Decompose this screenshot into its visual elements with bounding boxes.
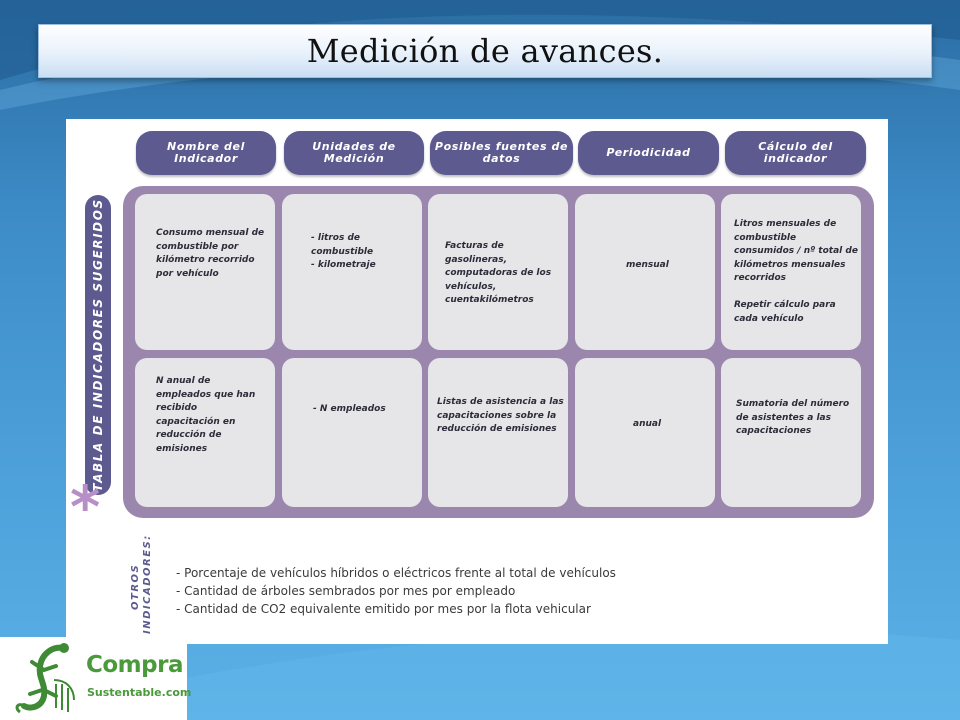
header-unidades-medicion: Unidades de Medición [284,131,424,175]
header-fuentes-datos: Posibles fuentes de datos [430,131,573,175]
header-label: Posibles fuentes de datos [434,140,569,165]
cell-text: Litros mensuales de combustible consumid… [734,219,858,324]
otros-label-line-1: OTROS [130,563,141,610]
cell-text: Facturas de gasolineras, computadoras de… [445,241,552,305]
header-label: Nombre del Indicador [167,140,245,165]
otros-label-line-2: INDICADORES: [142,534,153,634]
header-nombre-indicador: Nombre del Indicador [136,131,276,175]
cell-text: Listas de asistencia a las capacitacione… [437,397,564,434]
table-cell: N anual de empleados que han recibido ca… [135,358,275,507]
table-cell: - N empleados [282,358,422,507]
other-indicator-item: - Cantidad de CO2 equivalente emitido po… [176,602,591,616]
cell-text: - N empleados [313,404,386,414]
header-calculo-indicador: Cálculo del indicador [725,131,866,175]
asterisk-mark: * [70,473,101,541]
table-cell: anual [575,358,715,507]
logo-wordmark: Compra [86,652,183,678]
title-bar: Medición de avances. [38,24,932,78]
header-label: Unidades de Medición [312,140,396,165]
side-label-box [85,195,111,495]
other-indicator-item: - Porcentaje de vehículos híbridos o elé… [176,566,616,580]
cell-text: Sumatoria del número de asistentes a las… [736,399,850,436]
lizard-logo-icon [15,643,75,714]
cell-text: N anual de empleados que han recibido ca… [156,376,256,454]
side-label: TABLA DE INDICADORES SUGERIDOS [91,198,105,492]
table-cell: Listas de asistencia a las capacitacione… [428,358,568,507]
cell-text: anual [633,419,662,429]
table-cell: Sumatoria del número de asistentes a las… [721,358,861,507]
page-title: Medición de avances. [306,32,664,70]
header-label: Cálculo del indicador [758,140,833,165]
table-cell: mensual [575,194,715,350]
other-indicator-item: - Cantidad de árboles sembrados por mes … [176,584,516,598]
logo-subtitle: Sustentable.com [87,686,192,699]
table-cell: Litros mensuales de combustible consumid… [721,194,861,350]
header-label: Periodicidad [606,146,691,159]
table-cell: Consumo mensual de combustible por kilóm… [135,194,275,350]
header-periodicidad: Periodicidad [578,131,719,175]
cell-text: mensual [626,260,669,270]
cell-text: Consumo mensual de combustible por kilóm… [156,228,265,279]
table-cell: Facturas de gasolineras, computadoras de… [428,194,568,350]
cell-text: - litros de combustible - kilometraje [311,233,376,270]
table-cell: - litros de combustible - kilometraje [282,194,422,350]
